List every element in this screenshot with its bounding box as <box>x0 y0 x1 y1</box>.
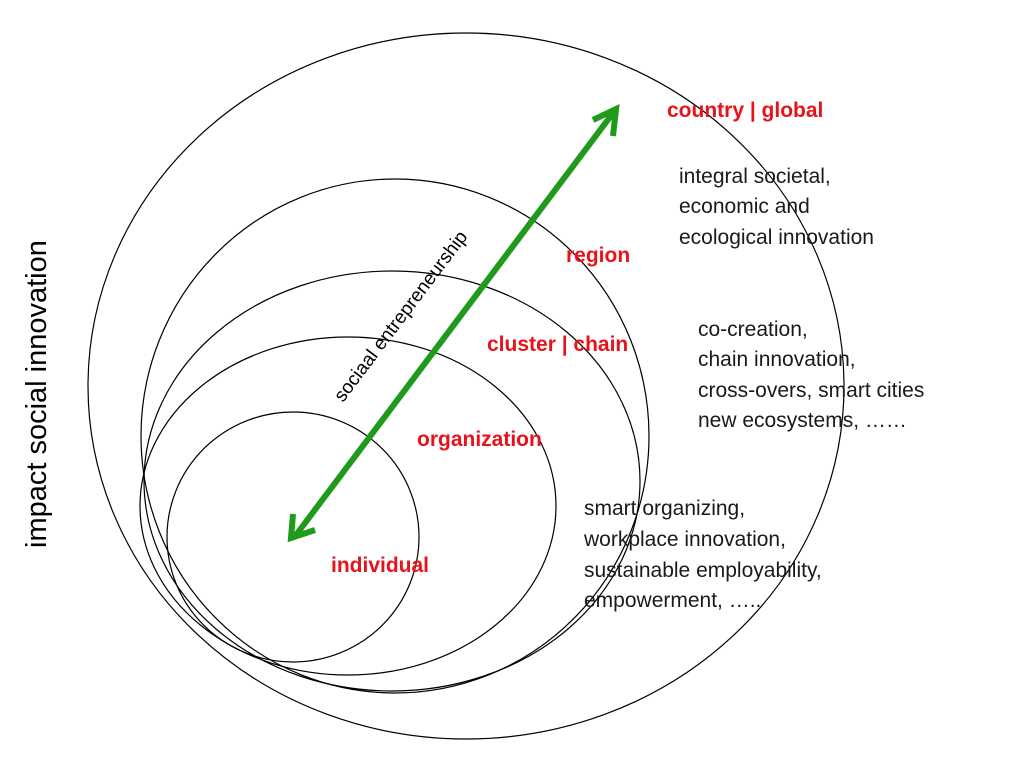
circle-individual <box>166 411 420 663</box>
arrow-shaft <box>293 111 616 537</box>
level-label-individual: individual <box>331 554 429 577</box>
arrow-label: sociaal entrepreneurship <box>330 227 472 406</box>
description-line: workplace innovation, <box>583 528 786 551</box>
circle-region <box>140 178 650 694</box>
description-line: empowerment, ….. <box>584 589 761 612</box>
circle-cluster <box>143 270 641 692</box>
description-line: chain innovation, <box>698 348 856 371</box>
level-label-region: region <box>566 244 630 267</box>
description-line: integral societal, <box>679 165 831 188</box>
circle-organization <box>139 336 557 676</box>
description-organization: smart organizing, workplace innovation, … <box>583 497 822 612</box>
circle-country <box>87 32 845 740</box>
description-line: co-creation, <box>698 318 808 341</box>
description-cluster: co-creation, chain innovation, cross-ove… <box>698 318 924 432</box>
description-line: new ecosystems, …… <box>698 409 907 432</box>
description-line: ecological innovation <box>679 226 874 249</box>
description-country: integral societal, economic and ecologic… <box>679 165 874 249</box>
arrow-head-bottom <box>287 513 316 543</box>
description-line: cross-overs, smart cities <box>698 379 924 402</box>
description-line: economic and <box>679 195 810 218</box>
level-label-cluster: cluster | chain <box>487 333 628 356</box>
description-line: sustainable employability, <box>584 559 822 582</box>
description-line: smart organizing, <box>584 497 745 520</box>
arrow-head-top <box>591 103 620 137</box>
axis-title: impact social innovation <box>21 240 53 548</box>
level-label-organization: organization <box>417 428 542 451</box>
sociaal-entrepreneurship-arrow <box>287 103 620 543</box>
level-label-country: country | global <box>667 99 823 122</box>
